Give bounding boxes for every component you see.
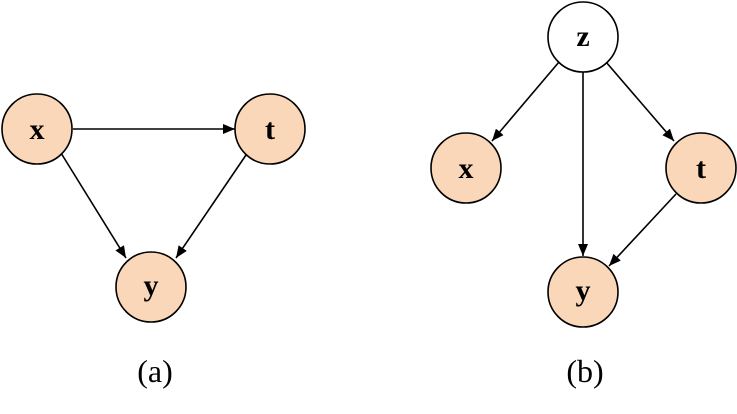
node-a-t: t (234, 93, 306, 165)
edge-b-z-to-x (491, 61, 560, 142)
node-b-z: z (547, 1, 619, 73)
node-b-t: t (665, 132, 737, 204)
diagram-b-edges (491, 61, 677, 267)
node-a-t-label: t (265, 113, 275, 146)
node-a-t-circle (234, 93, 306, 165)
node-b-t-label: t (696, 152, 706, 185)
node-b-z-circle (547, 1, 619, 73)
edge-a-x-to-y (60, 152, 127, 259)
caption-a: (a) (137, 353, 173, 389)
node-a-y: y (115, 251, 187, 323)
diagram-b: z x t y (b) (430, 1, 737, 389)
node-b-x-circle (430, 132, 502, 204)
node-b-y-label: y (576, 274, 591, 307)
node-b-z-label: z (576, 20, 589, 53)
node-a-x-label: x (30, 113, 45, 146)
edge-a-t-to-y (175, 154, 247, 259)
node-b-y-circle (547, 256, 619, 328)
node-b-t-circle (665, 132, 737, 204)
edge-b-t-to-y (608, 193, 677, 267)
diagram-a: x t y (a) (1, 93, 306, 389)
node-b-x: x (430, 132, 502, 204)
node-a-y-circle (115, 251, 187, 323)
edge-b-z-to-t (605, 61, 675, 142)
node-b-y: y (547, 256, 619, 328)
node-b-x-label: x (459, 152, 474, 185)
diagram-a-edges (60, 124, 247, 259)
caption-b: (b) (566, 353, 603, 389)
node-a-x: x (1, 93, 73, 165)
node-a-x-circle (1, 93, 73, 165)
node-a-y-label: y (144, 269, 159, 302)
